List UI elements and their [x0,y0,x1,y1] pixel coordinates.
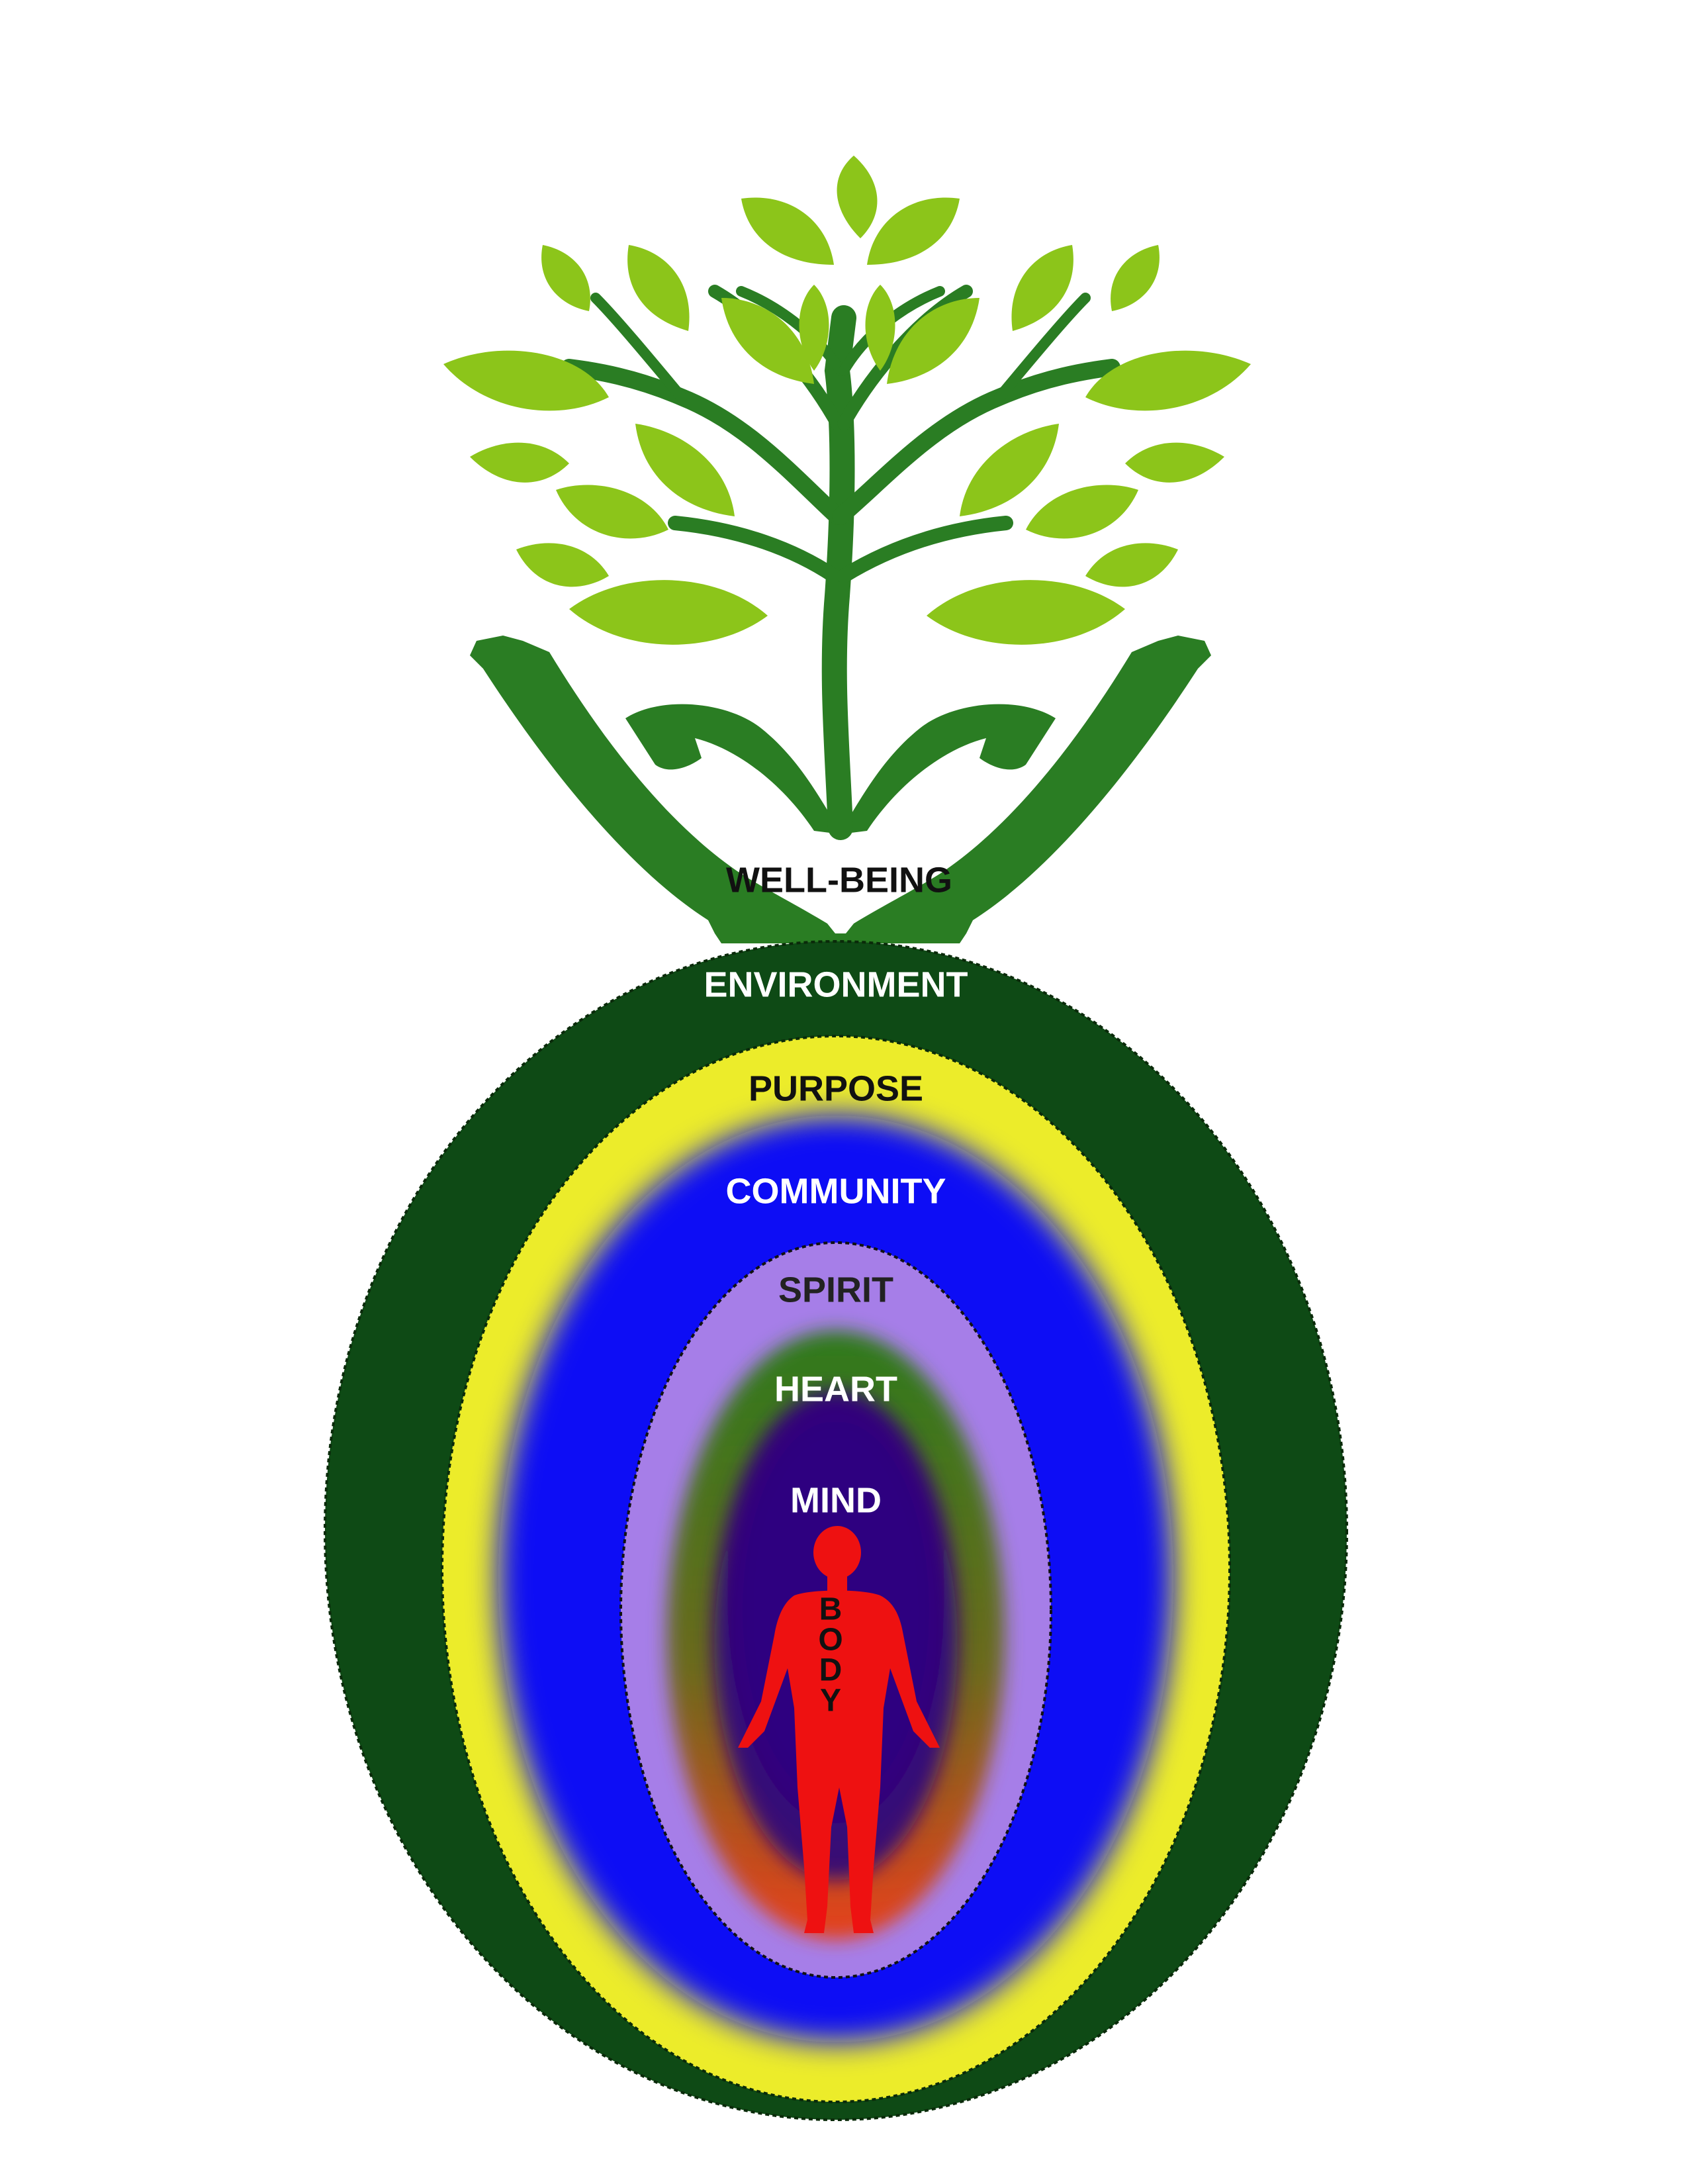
label-body-letter-3: D [819,1653,843,1688]
label-body-letter-4: Y [820,1684,841,1719]
hands-icon [470,636,1211,943]
tree-in-hands-icon [443,156,1251,943]
label-heart: HEART [774,1369,897,1409]
label-body: B O D Y [818,1592,843,1719]
human-figure-icon [738,1526,940,1933]
label-mind: MIND [790,1480,882,1520]
label-body-letter-2: O [818,1623,843,1658]
leaves-icon [443,156,1251,645]
label-purpose: PURPOSE [749,1068,923,1108]
label-community: COMMUNITY [726,1171,946,1211]
trunk-icon [561,285,1120,840]
label-body-letter-1: B [819,1592,843,1627]
label-well-being: WELL-BEING [726,860,952,900]
label-environment: ENVIRONMENT [704,965,968,1004]
label-spirit: SPIRIT [778,1270,893,1309]
